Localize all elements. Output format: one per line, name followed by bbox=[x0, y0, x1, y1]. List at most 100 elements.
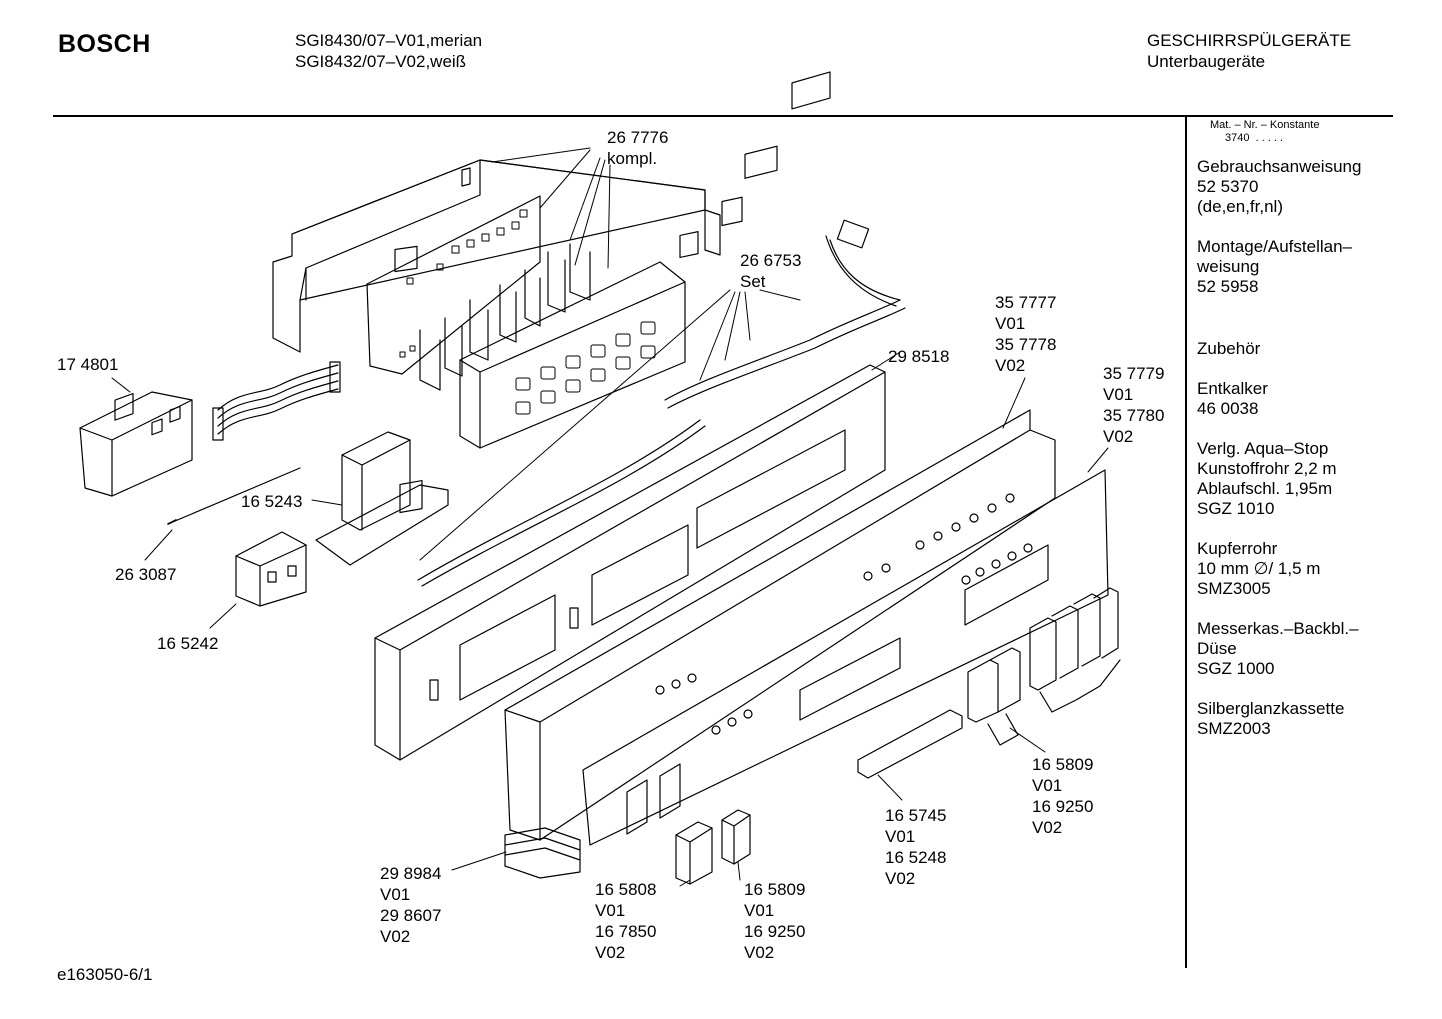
part-label: V02 bbox=[595, 943, 625, 962]
circuit-board bbox=[366, 195, 541, 375]
part-label: V02 bbox=[995, 356, 1025, 375]
part-label: 16 5242 bbox=[157, 634, 218, 653]
sidebar: Mat. – Nr. – Konstante 3740 . . . . . Ge… bbox=[1197, 119, 1387, 739]
indicator-strip bbox=[857, 709, 963, 779]
part-label: V01 bbox=[1103, 385, 1133, 404]
header-divider bbox=[53, 115, 1393, 117]
sidebar-line: Kupferrohr bbox=[1197, 539, 1278, 558]
back-panel bbox=[374, 364, 886, 761]
part-label: 16 5809 bbox=[1032, 755, 1093, 774]
part-label: V02 bbox=[885, 869, 915, 888]
sidebar-line: Ablaufschl. 1,95m bbox=[1197, 479, 1333, 498]
sidebar-line: Düse bbox=[1197, 639, 1237, 658]
part-label: 26 6753 bbox=[740, 251, 801, 270]
part-label: V01 bbox=[744, 901, 774, 920]
sidebar-line: weisung bbox=[1197, 257, 1260, 276]
sidebar-block-kupferrohr: Kupferrohr 10 mm ∅/ 1,5 m SMZ3005 bbox=[1197, 539, 1387, 599]
wire-harness bbox=[399, 71, 906, 587]
sidebar-line: Messerkas.–Backbl.– bbox=[1197, 619, 1359, 638]
part-label: 16 5745 bbox=[885, 806, 946, 825]
part-label: 16 5808 bbox=[595, 880, 656, 899]
part-label: 29 8518 bbox=[888, 347, 949, 366]
sidebar-line: SGZ 1000 bbox=[1197, 659, 1275, 678]
sidebar-line: Verlg. Aqua–Stop bbox=[1197, 439, 1329, 458]
panel-stack bbox=[504, 827, 581, 879]
sidebar-block-messerkas: Messerkas.–Backbl.– Düse SGZ 1000 bbox=[1197, 619, 1387, 679]
sidebar-line: (de,en,fr,nl) bbox=[1197, 197, 1283, 216]
part-label: 35 7778 bbox=[995, 335, 1056, 354]
sidebar-line: 52 5958 bbox=[1197, 277, 1259, 296]
part-label: 35 7777 bbox=[995, 293, 1056, 312]
sidebar-block-zubehoer: Zubehör bbox=[1197, 339, 1387, 359]
part-label: V02 bbox=[1103, 427, 1133, 446]
part-label: 16 9250 bbox=[1032, 797, 1093, 816]
category-subtitle: Unterbaugeräte bbox=[1147, 52, 1266, 71]
button-block bbox=[675, 821, 713, 885]
ribbon-cable bbox=[212, 361, 341, 441]
part-label: 16 5243 bbox=[241, 492, 302, 511]
control-frame-top bbox=[272, 159, 721, 353]
sidebar-line: Montage/Aufstellan– bbox=[1197, 237, 1352, 256]
part-label: 16 9250 bbox=[744, 922, 805, 941]
model-line: SGI8430/07–V01,merian bbox=[295, 31, 483, 50]
button-single bbox=[721, 809, 751, 865]
part-label: 26 3087 bbox=[115, 565, 176, 584]
sidebar-line: Kunstoffrohr 2,2 m bbox=[1197, 459, 1337, 478]
part-label: 17 4801 bbox=[57, 355, 118, 374]
part-label: V02 bbox=[1032, 818, 1062, 837]
sidebar-line: SGZ 1010 bbox=[1197, 499, 1275, 518]
part-label: V01 bbox=[885, 827, 915, 846]
category-title: GESCHIRRSPÜLGERÄTE bbox=[1147, 31, 1352, 50]
part-label: 35 7779 bbox=[1103, 364, 1164, 383]
sidebar-line: 46 0038 bbox=[1197, 399, 1259, 418]
part-labels: 26 7776 kompl. 26 6753 Set 17 4801 29 85… bbox=[57, 128, 1164, 962]
part-label: 16 5809 bbox=[744, 880, 805, 899]
connector-carrier bbox=[419, 243, 686, 449]
sidebar-line: SMZ3005 bbox=[1197, 579, 1271, 598]
front-fascia bbox=[582, 469, 1109, 846]
part-label: V01 bbox=[595, 901, 625, 920]
part-label: V01 bbox=[380, 885, 410, 904]
part-label: 16 5248 bbox=[885, 848, 946, 867]
wire-part bbox=[167, 467, 301, 525]
konstante-value: 3740 bbox=[1225, 132, 1250, 144]
sidebar-block-entkalker: Entkalker 46 0038 bbox=[1197, 379, 1387, 419]
sidebar-block-silberglanz: Silberglanzkassette SMZ2003 bbox=[1197, 699, 1387, 739]
part-label: 26 7776 bbox=[607, 128, 668, 147]
konstante-value-row: 3740 . . . . . bbox=[1210, 132, 1387, 145]
sidebar-line: Gebrauchsanweisung bbox=[1197, 157, 1362, 176]
switch-block bbox=[235, 531, 307, 607]
part-label: V02 bbox=[380, 927, 410, 946]
konstante-dots: . . . . . bbox=[1255, 132, 1284, 144]
sidebar-line: Zubehör bbox=[1197, 339, 1261, 358]
brand-logo: BOSCH bbox=[58, 30, 151, 58]
sidebar-line: Entkalker bbox=[1197, 379, 1268, 398]
part-label: 35 7780 bbox=[1103, 406, 1164, 425]
part-label: kompl. bbox=[607, 149, 657, 168]
doc-code: e163050-6/1 bbox=[57, 965, 153, 984]
sidebar-divider bbox=[1185, 116, 1187, 968]
part-label: V01 bbox=[995, 314, 1025, 333]
sidebar-block-montage: Montage/Aufstellan– weisung 52 5958 bbox=[1197, 237, 1387, 297]
konstante-block: Mat. – Nr. – Konstante 3740 . . . . . bbox=[1197, 119, 1387, 145]
sidebar-line: Silberglanzkassette bbox=[1197, 699, 1345, 718]
bracket-part bbox=[315, 431, 449, 566]
model-line: SGI8432/07–V02,weiß bbox=[295, 52, 467, 71]
sidebar-block-manual: Gebrauchsanweisung 52 5370 (de,en,fr,nl) bbox=[1197, 157, 1387, 217]
display-module bbox=[79, 391, 193, 497]
part-label: 29 8984 bbox=[380, 864, 441, 883]
exploded-parts-drawing: 26 7776 kompl. 26 6753 Set 17 4801 29 85… bbox=[57, 71, 1164, 962]
sidebar-line: 52 5370 bbox=[1197, 177, 1259, 196]
category-block: GESCHIRRSPÜLGERÄTE Unterbaugeräte bbox=[1147, 30, 1351, 72]
sidebar-block-aquastop: Verlg. Aqua–Stop Kunstoffrohr 2,2 m Abla… bbox=[1197, 439, 1387, 519]
front-panel-inner bbox=[504, 409, 1056, 841]
part-label: V02 bbox=[744, 943, 774, 962]
part-label: Set bbox=[740, 272, 766, 291]
leader-lines bbox=[111, 147, 1109, 887]
konstante-label: Mat. – Nr. – Konstante bbox=[1210, 119, 1320, 131]
part-label: 29 8607 bbox=[380, 906, 441, 925]
button-row bbox=[967, 587, 1121, 746]
model-list: SGI8430/07–V01,merian SGI8432/07–V02,wei… bbox=[295, 30, 482, 72]
part-label: V01 bbox=[1032, 776, 1062, 795]
part-label: 16 7850 bbox=[595, 922, 656, 941]
